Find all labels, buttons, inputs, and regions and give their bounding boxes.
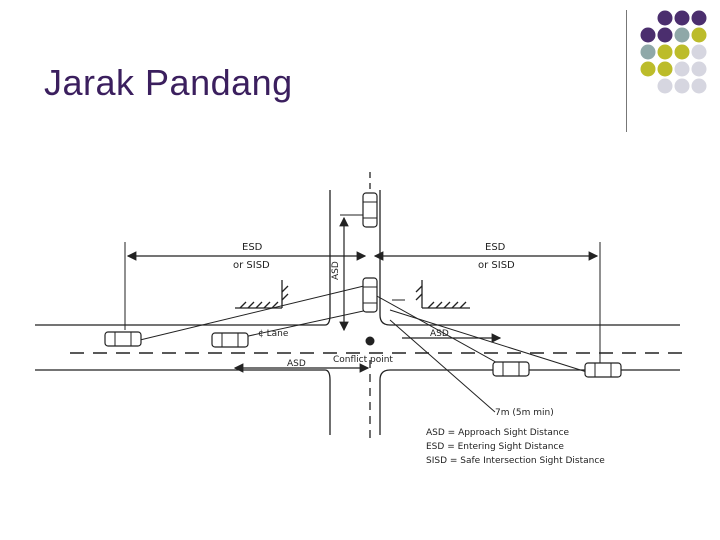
slide-title: Jarak Pandang [44, 62, 293, 103]
vehicle-minor-road-far [362, 192, 378, 228]
legend-sisd: SISD = Safe Intersection Sight Distance [426, 456, 605, 466]
decorative-dot [674, 78, 690, 94]
label-siso-right: or SISD [478, 260, 515, 271]
decorative-dot [674, 27, 690, 43]
label-7m: 7m (5m min) [495, 408, 554, 418]
label-asd-right: ASD [430, 329, 449, 339]
sight-lines [139, 284, 591, 413]
decorative-dot [657, 78, 673, 94]
sight-obstruction-left [235, 280, 289, 309]
legend-asd: ASD = Approach Sight Distance [426, 428, 570, 438]
label-asd-vertical: ASD [331, 261, 341, 280]
conflict-point [365, 336, 375, 346]
legend-esd: ESD = Entering Sight Distance [426, 442, 564, 452]
intersection-sight-distance-diagram: ESD or SISD ESD or SISD ASD ¢ Lane ASD A… [35, 172, 685, 466]
label-lane: ¢ Lane [258, 329, 289, 339]
vehicle-left-near [211, 332, 249, 348]
legend: ASD = Approach Sight Distance ESD = Ente… [426, 428, 605, 466]
decorative-dot [674, 61, 690, 77]
decorative-dot-grid [640, 10, 707, 94]
decorative-dot [691, 44, 707, 60]
label-esd-right: ESD [485, 242, 506, 253]
label-esd-left: ESD [242, 242, 263, 253]
vehicle-right-far [584, 362, 622, 378]
decorative-dot [657, 61, 673, 77]
decorative-dot [640, 61, 656, 77]
decorative-dot [691, 27, 707, 43]
decorative-dot [657, 27, 673, 43]
label-siso-left: or SISD [233, 260, 270, 271]
decorative-dot [674, 44, 690, 60]
decorative-dot [674, 10, 690, 26]
vehicle-right-near [492, 361, 530, 377]
decorative-dot [691, 78, 707, 94]
decorative-divider [626, 10, 627, 132]
sight-obstruction-right [415, 280, 470, 309]
decorative-dot [657, 10, 673, 26]
vehicle-left-far [104, 331, 142, 347]
vehicle-minor-road-stop [362, 277, 378, 313]
decorative-dot [691, 10, 707, 26]
decorative-dot [657, 44, 673, 60]
main-road [35, 172, 685, 440]
label-conflict-point: Conflict point [333, 355, 393, 365]
decorative-dot [640, 27, 656, 43]
decorative-dot [691, 61, 707, 77]
label-asd-lower: ASD [287, 359, 306, 369]
decorative-dot [640, 44, 656, 60]
